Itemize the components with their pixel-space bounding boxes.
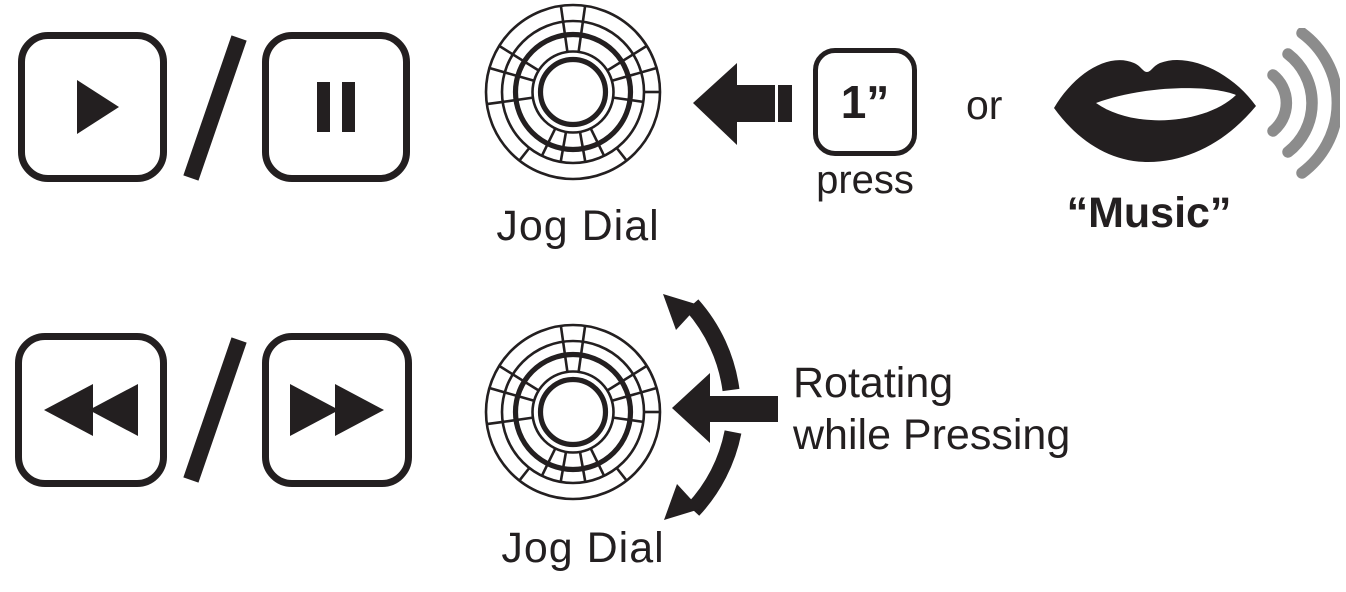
jog-dial-label: Jog Dial: [496, 202, 660, 250]
slash-separator-icon: [183, 337, 247, 483]
rotate-arrows-icon: [663, 294, 778, 520]
or-text: or: [966, 82, 1003, 128]
fast-forward-icon: [290, 384, 384, 436]
play-button: [18, 32, 167, 182]
lips-icon: [1054, 59, 1256, 162]
rewind-icon: [44, 384, 138, 436]
pause-icon: [317, 82, 355, 132]
play-icon: [76, 80, 119, 134]
slash-separator-icon: [183, 35, 247, 181]
jog-dial-icon: [483, 2, 663, 182]
rotating-line1: Rotating: [793, 359, 954, 407]
rotate-up-arrow-icon: [663, 294, 740, 392]
fast-forward-button: [262, 333, 412, 487]
one-second-press-label: 1”: [840, 76, 890, 128]
press-arrow-icon: [693, 63, 792, 145]
press-left-arrow-icon: [672, 373, 778, 443]
one-second-press-button: 1”: [813, 48, 917, 156]
rotating-line2: while Pressing: [793, 411, 1071, 459]
rewind-button: [15, 333, 167, 487]
jog-dial-icon: [483, 322, 663, 502]
jog-dial-label: Jog Dial: [501, 524, 665, 572]
sound-waves-icon: [1267, 28, 1340, 179]
voice-command-label: “Music”: [1066, 189, 1232, 237]
pause-button: [262, 32, 410, 182]
rotate-down-arrow-icon: [664, 430, 742, 520]
press-caption: press: [816, 158, 914, 202]
voice-command-icon: [1054, 28, 1340, 179]
rotating-while-pressing-label: Rotating while Pressing: [793, 357, 1070, 461]
